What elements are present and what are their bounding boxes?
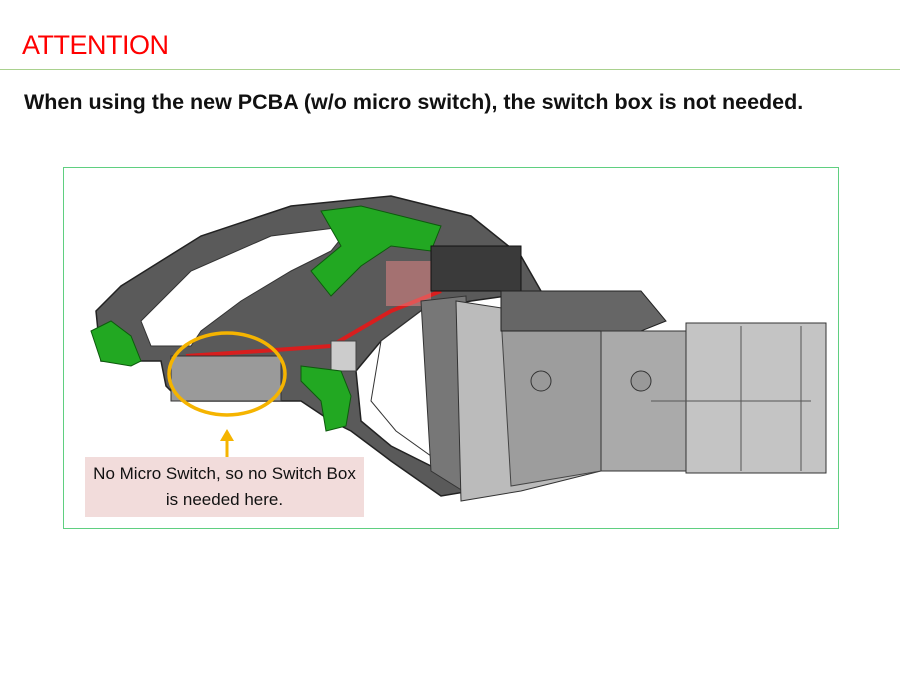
highlight-ellipse <box>167 331 287 417</box>
slide-title: ATTENTION <box>22 30 169 60</box>
callout-note: No Micro Switch, so no Switch Box is nee… <box>85 457 364 517</box>
title-divider <box>0 69 900 70</box>
slide-subtitle: When using the new PCBA (w/o micro switc… <box>24 90 804 114</box>
blower-cutaway-image <box>90 195 827 502</box>
blower-diagram-frame <box>63 167 839 529</box>
